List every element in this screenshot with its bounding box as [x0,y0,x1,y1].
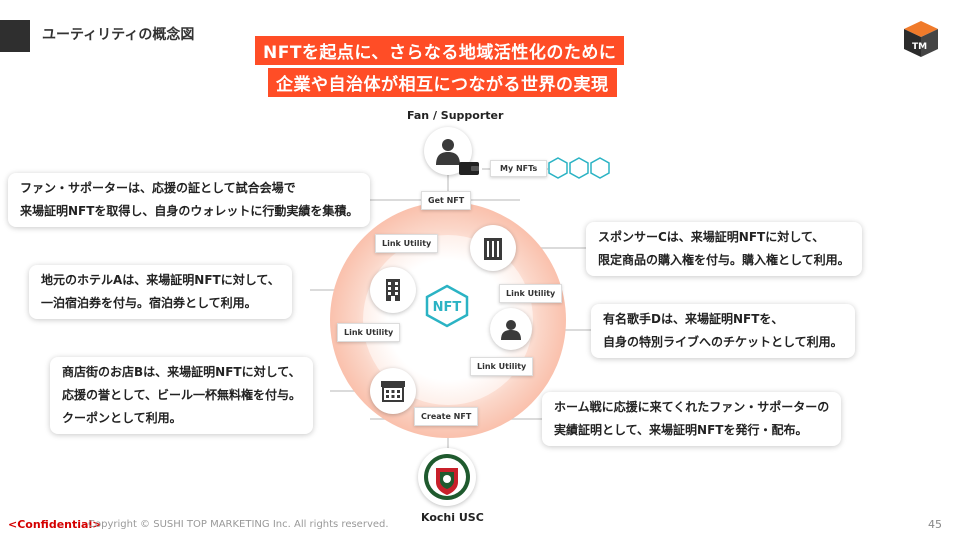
callout-line: スポンサーCは、来場証明NFTに対して、 [598,230,825,244]
callout-line: クーポンとして利用。 [62,411,182,425]
office-building-icon [484,238,502,260]
link-utility-tag: Link Utility [499,284,563,303]
callout-line: 商店街のお店Bは、来場証明NFTに対して、 [62,365,301,379]
page-title: ユーティリティの概念図 [42,27,195,43]
get-nft-tag: Get NFT [421,191,472,210]
callout-line: 自身の特別ライブへのチケットとして利用。 [603,335,843,349]
shop-b-node [370,368,416,414]
callout-sponsor-c: スポンサーCは、来場証明NFTに対して、 限定商品の購入権を付与。購入権として利… [586,222,862,276]
nft-center-icon: NFT [424,284,470,328]
hotel-a-node [370,267,416,313]
copyright-text: Copyright © SUSHI TOP MARKETING Inc. All… [88,519,389,530]
person-icon [501,320,521,340]
header-accent-bar [0,20,30,52]
svg-text:TM: TM [912,42,927,52]
my-nfts-tag: My NFTs [490,160,548,177]
singer-d-node [490,308,532,350]
create-nft-tag: Create NFT [414,407,479,426]
callout-line: 一泊宿泊券を付与。宿泊券として利用。 [41,296,257,310]
callout-singer-d: 有名歌手Dは、来場証明NFTを、 自身の特別ライブへのチケットとして利用。 [591,304,855,358]
club-emblem-icon [424,454,470,500]
wallet-icon [458,160,480,176]
callout-hotel-a: 地元のホテルAは、来場証明NFTに対して、 一泊宿泊券を付与。宿泊券として利用。 [29,265,292,319]
confidential-label: <Confidential> [8,518,102,531]
link-utility-tag: Link Utility [337,323,401,342]
callout-line: 地元のホテルAは、来場証明NFTに対して、 [41,273,280,287]
callout-line: 実績証明として、来場証明NFTを発行・配布。 [554,423,808,437]
headline-line-2: 企業や自治体が相互につながる世界の実現 [268,68,617,97]
kochi-usc-node [418,448,476,506]
callout-kochi-usc: ホーム戦に応援に来てくれたファン・サポーターの 実績証明として、来場証明NFTを… [542,392,842,446]
callout-shop-b: 商店街のお店Bは、来場証明NFTに対して、 応援の誉として、ビール一杯無料権を付… [50,357,314,434]
person-icon [436,139,460,165]
nft-center-label: NFT [433,300,462,315]
nft-collection-icons [548,157,612,179]
callout-line: 応援の誉として、ビール一杯無料権を付与。 [62,388,302,402]
callout-fan-supporter: ファン・サポーターは、応援の証として試合会場で 来場証明NFTを取得し、自身のウ… [8,173,371,227]
callout-line: 来場証明NFTを取得し、自身のウォレットに行動実績を集積。 [20,204,359,218]
callout-line: ホーム戦に応援に来てくれたファン・サポーターの [554,400,830,414]
page-number: 45 [928,518,942,531]
callout-line: ファン・サポーターは、応援の証として試合会場で [20,181,296,195]
kochi-usc-label: Kochi USC [421,511,484,524]
callout-line: 限定商品の購入権を付与。購入権として利用。 [598,253,850,267]
fan-supporter-label: Fan / Supporter [407,109,504,122]
hotel-building-icon [386,279,400,301]
link-utility-tag: Link Utility [470,357,534,376]
sponsor-c-node [470,225,516,271]
company-logo-icon: TM [900,18,942,60]
link-utility-tag: Link Utility [375,234,439,253]
callout-line: 有名歌手Dは、来場証明NFTを、 [603,312,784,326]
storefront-icon [381,381,405,402]
headline-line-1: NFTを起点に、さらなる地域活性化のために [255,36,625,65]
